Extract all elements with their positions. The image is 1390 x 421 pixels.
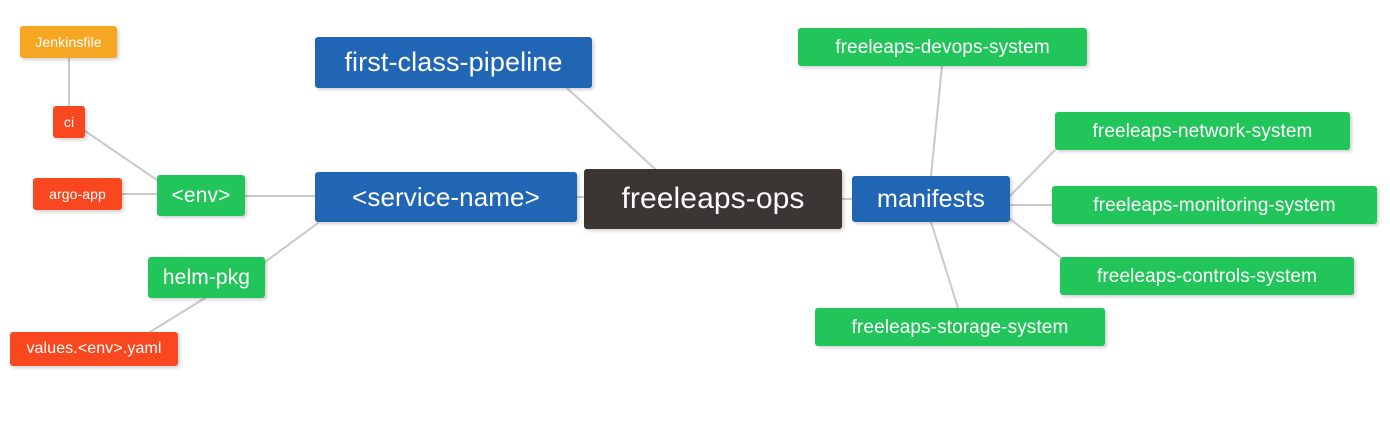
node-first-class-pipeline[interactable]: first-class-pipeline (315, 37, 592, 88)
node-env[interactable]: <env> (157, 175, 245, 216)
node-label-freeleaps-controls-system: freeleaps-controls-system (1096, 265, 1318, 287)
node-label-jenkinsfile: Jenkinsfile (35, 34, 102, 50)
node-manifests[interactable]: manifests (852, 176, 1010, 222)
node-values-yaml[interactable]: values.<env>.yaml (10, 332, 178, 366)
node-freeleaps-devops-system[interactable]: freeleaps-devops-system (798, 28, 1087, 66)
node-service-name[interactable]: <service-name> (315, 172, 577, 222)
edge-manifests-storage (930, 221, 959, 309)
node-jenkinsfile[interactable]: Jenkinsfile (20, 26, 117, 58)
node-label-manifests: manifests (877, 184, 985, 213)
node-label-freeleaps-network-system: freeleaps-network-system (1092, 120, 1313, 142)
node-freeleaps-ops[interactable]: freeleaps-ops (584, 169, 842, 229)
edge-manifests-controls (1009, 218, 1061, 258)
edge-ci-env (84, 130, 158, 181)
node-ci[interactable]: ci (53, 106, 85, 138)
node-label-freeleaps-storage-system: freeleaps-storage-system (851, 316, 1069, 338)
node-label-freeleaps-devops-system: freeleaps-devops-system (835, 36, 1050, 58)
node-label-freeleaps-monitoring-system: freeleaps-monitoring-system (1093, 194, 1336, 216)
node-label-ci: ci (63, 114, 75, 130)
node-label-values-yaml: values.<env>.yaml (26, 340, 162, 357)
node-argo-app[interactable]: argo-app (33, 178, 122, 210)
edge-helm-pkg-service-name (264, 222, 319, 263)
node-label-env: <env> (171, 184, 231, 207)
node-label-argo-app: argo-app (49, 186, 106, 202)
edge-values-yaml-helm-pkg (149, 297, 206, 333)
edge-first-class-pipeline-ops (566, 87, 656, 170)
node-freeleaps-network-system[interactable]: freeleaps-network-system (1055, 112, 1350, 150)
node-label-helm-pkg: helm-pkg (162, 266, 251, 289)
edge-manifests-devops (930, 65, 943, 177)
node-label-first-class-pipeline: first-class-pipeline (344, 47, 563, 77)
node-freeleaps-storage-system[interactable]: freeleaps-storage-system (815, 308, 1105, 346)
node-label-service-name: <service-name> (352, 182, 540, 212)
node-freeleaps-monitoring-system[interactable]: freeleaps-monitoring-system (1052, 186, 1377, 224)
node-label-freeleaps-ops: freeleaps-ops (621, 182, 805, 215)
node-freeleaps-controls-system[interactable]: freeleaps-controls-system (1060, 257, 1354, 295)
edge-manifests-network (1009, 149, 1056, 197)
node-helm-pkg[interactable]: helm-pkg (148, 257, 265, 298)
